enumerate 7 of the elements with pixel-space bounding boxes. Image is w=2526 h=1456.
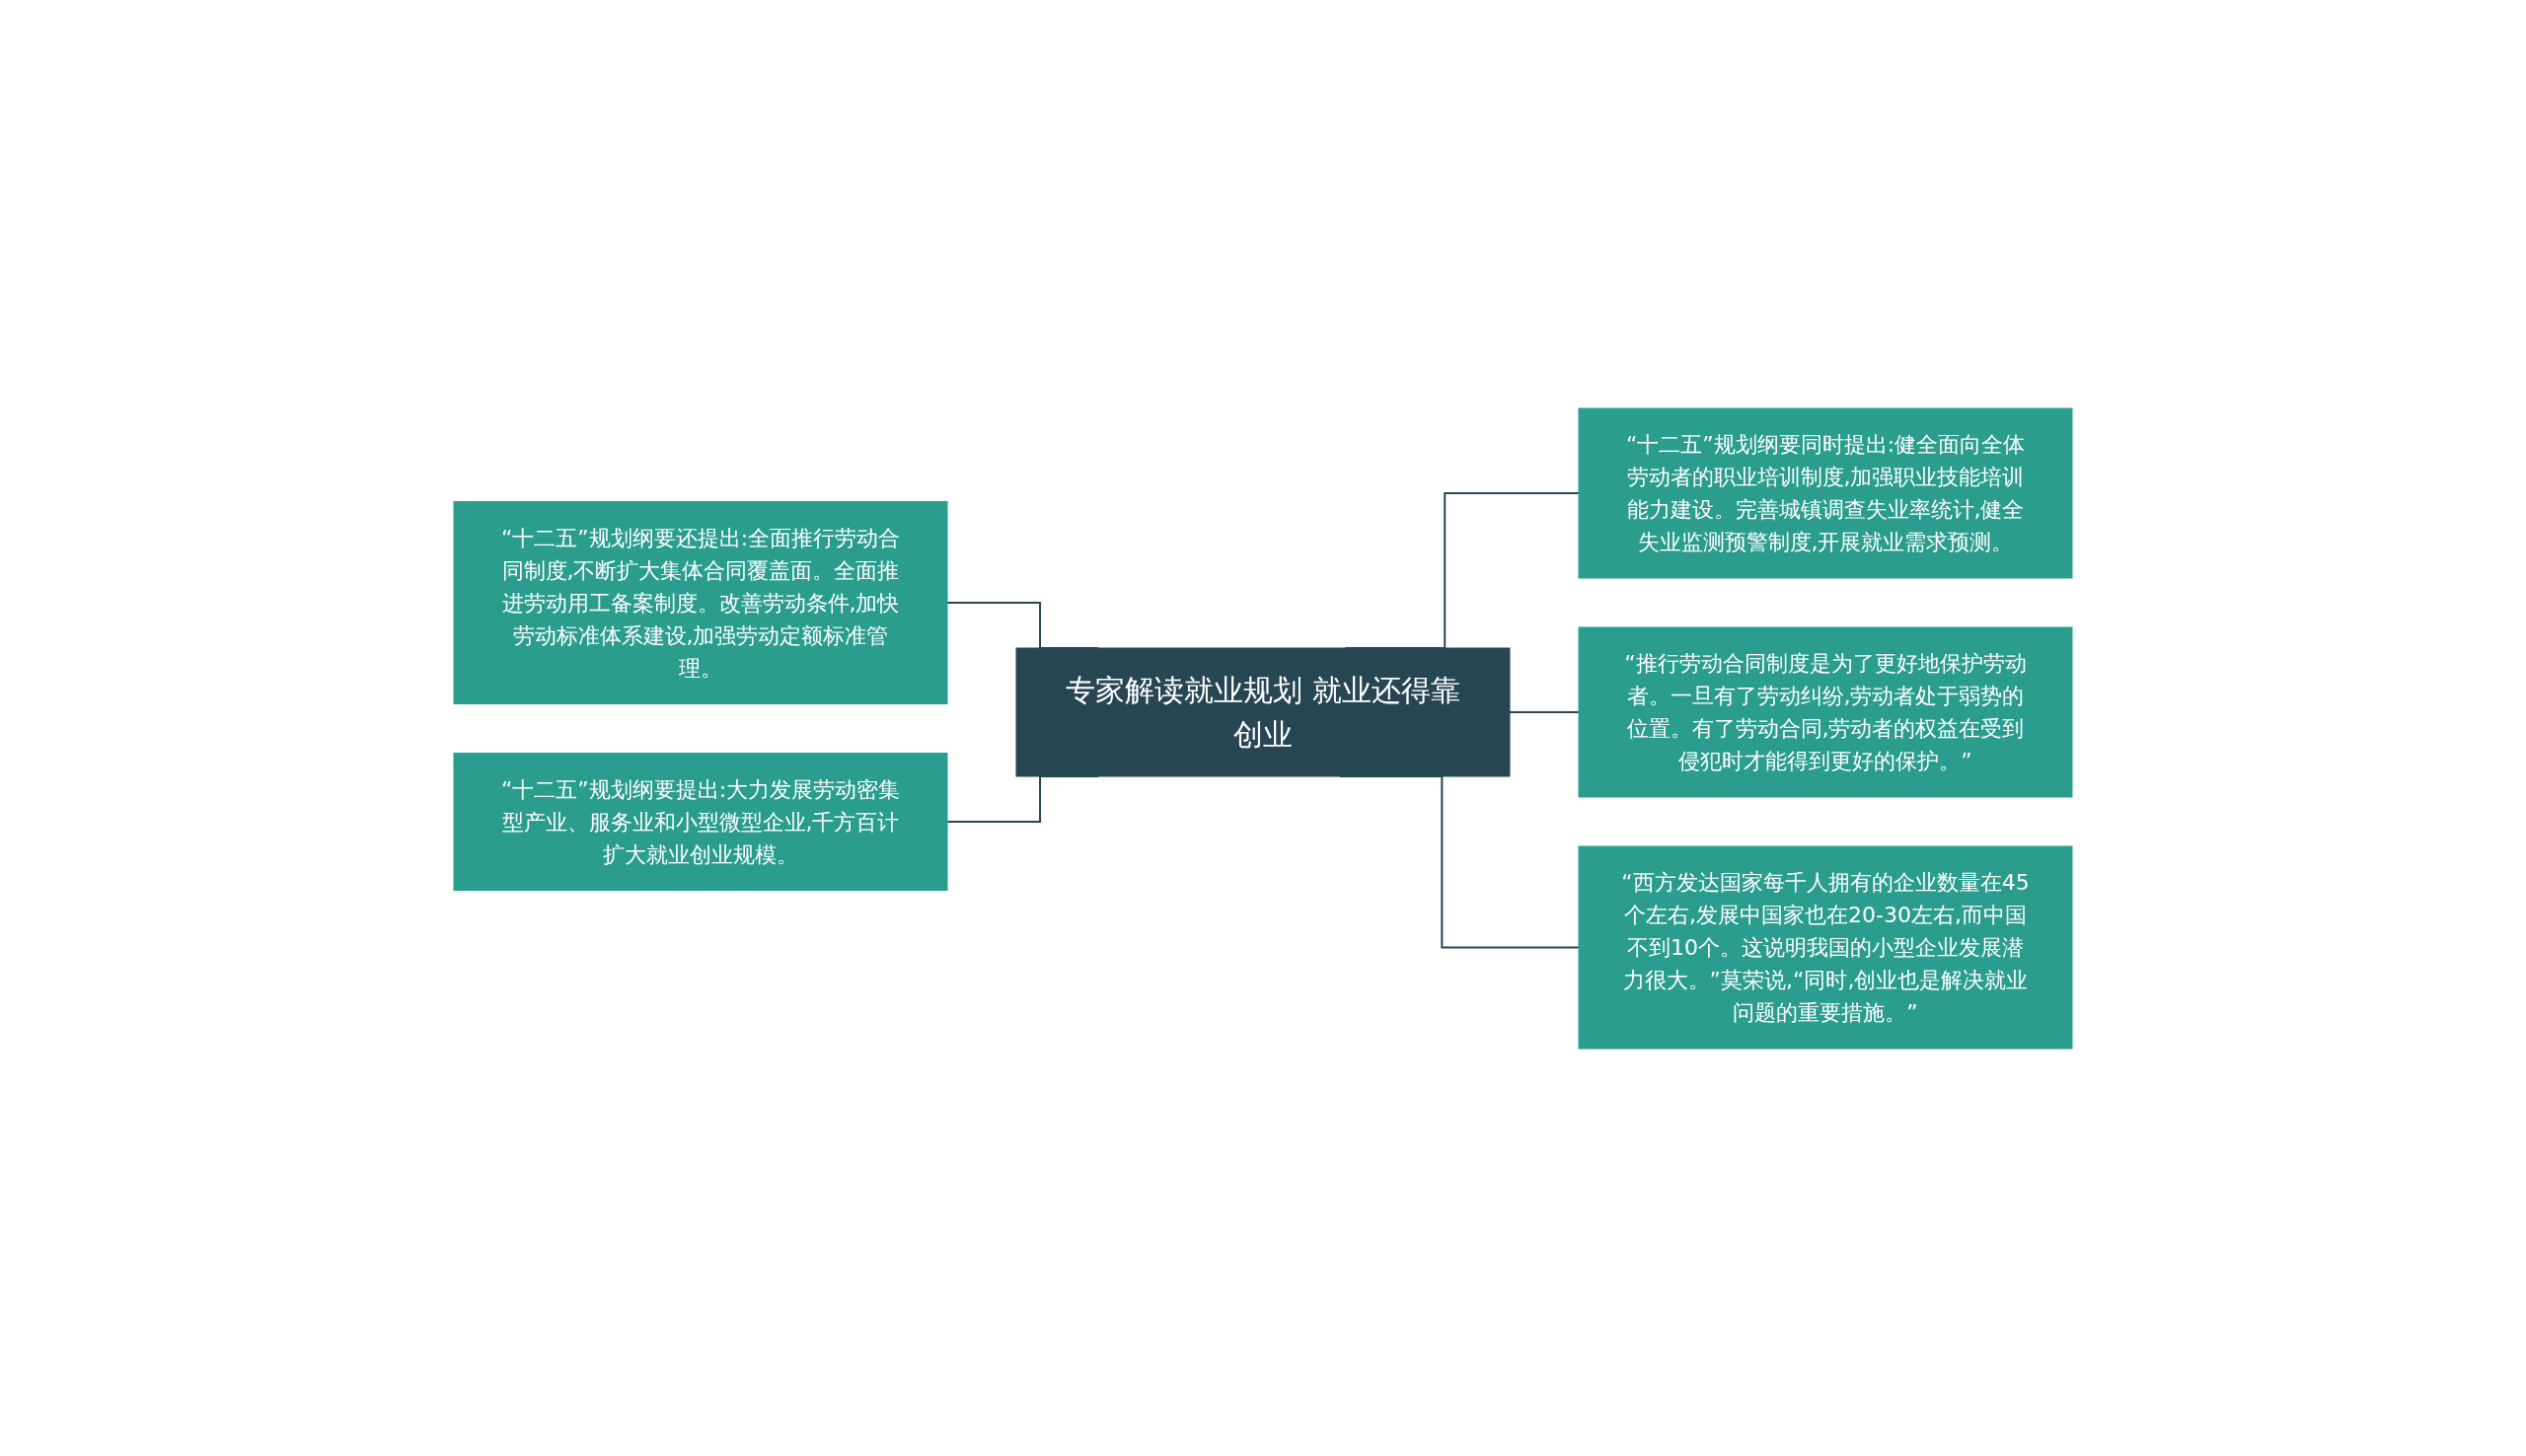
node-box: “十二五”规划纲要提出:大力发展劳动密集型产业、服务业和小型微型企业,千方百计扩大就业创业规模。: [453, 752, 948, 891]
node-box: “西方发达国家每千人拥有的企业数量在45个左右,发展中国家也在20-30左右,而中国不到10个。这说明我国的小型企业发展潜力很大。”莫荣说,“同时,创业也是解决就业问题的重要措施。”: [1578, 845, 2073, 1049]
node-box: “十二五”规划纲要同时提出:健全面向全体劳动者的职业培训制度,加强职业技能培训能力建设。完善城镇调查失业率统计,健全失业监测预警制度,开展就业需求预测。: [1578, 407, 2073, 578]
node-box: “推行劳动合同制度是为了更好地保护劳动者。一旦有了劳动纠纷,劳动者处于弱势的位置。有了劳动合同,劳动者的权益在受到侵犯时才能得到更好的保护。”: [1578, 626, 2073, 797]
node-box: “十二五”规划纲要还提出:全面推行劳动合同制度,不断扩大集体合同覆盖面。全面推进劳动用工备案制度。改善劳动条件,加快劳动标准体系建设,加强劳动定额标准管理。: [453, 500, 948, 704]
connector: [1509, 710, 1580, 713]
node-box: 专家解读就业规划 就业还得靠创业: [1015, 647, 1511, 776]
